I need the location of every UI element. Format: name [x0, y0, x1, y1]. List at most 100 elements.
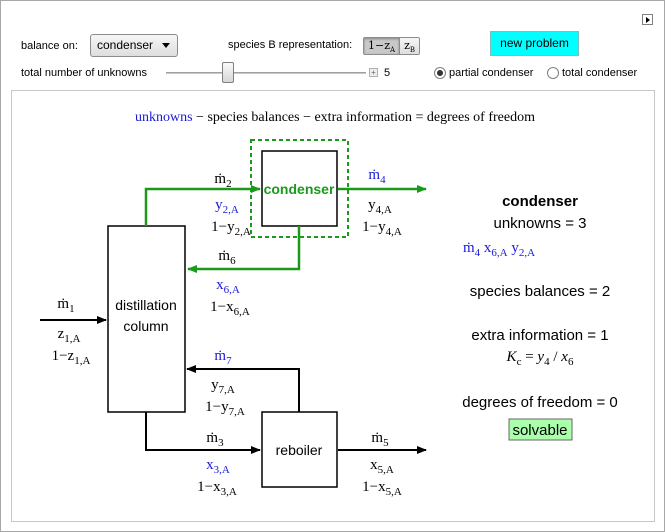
composition: x	[206, 457, 214, 473]
subscript: 1,A	[64, 333, 80, 345]
summary-extra-information: extra information = 1	[471, 327, 608, 344]
option-text: 1−z	[368, 39, 391, 52]
var: ṁ	[463, 240, 475, 256]
composition-complement: 1−z	[52, 348, 75, 364]
svg-text:ṁ1: ṁ1	[57, 296, 74, 315]
slider-increment-icon[interactable]: +	[369, 68, 378, 77]
svg-text:y7,A: y7,A	[211, 377, 235, 396]
svg-text:ṁ3: ṁ3	[206, 430, 224, 449]
subscript: 5,A	[386, 486, 402, 498]
reboiler-box	[261, 411, 338, 488]
slider-thumb[interactable]	[222, 62, 234, 83]
option-text: z	[404, 39, 410, 52]
composition-complement: 1−x	[210, 299, 234, 315]
flowsheet-diagram: unknowns − species balances − extra info…	[40, 110, 618, 498]
svg-text:ṁ2: ṁ2	[214, 171, 231, 190]
svg-text:z1,A: z1,A	[58, 326, 81, 345]
var-subscript: 4	[475, 247, 481, 259]
solvable-badge-bg	[508, 418, 573, 441]
svg-text:1−x6,A: 1−x6,A	[210, 299, 250, 318]
diagram-panel: unknowns − species balances − extra info…	[11, 90, 655, 522]
svg-text:y4,A: y4,A	[368, 197, 392, 216]
y-subscript: 4	[544, 356, 550, 368]
mdot: ṁ	[206, 430, 218, 446]
radio-unselected-icon	[547, 67, 559, 79]
mdot: ṁ	[57, 296, 69, 312]
stream-number: 5	[383, 437, 389, 449]
stream-7-labels: ṁ7 y7,A 1−y7,A	[205, 348, 245, 418]
svg-text:ṁ5: ṁ5	[371, 430, 389, 449]
radio-selected-icon	[434, 67, 446, 79]
stream-5-labels: ṁ5 x5,A 1−x5,A	[362, 430, 402, 498]
radio-label: partial condenser	[449, 67, 534, 79]
var-subscript: 2,A	[519, 247, 535, 259]
stream-number: 1	[69, 303, 75, 315]
radio-total-condenser[interactable]: total condenser	[547, 67, 637, 79]
option-subscript: B	[409, 46, 416, 55]
new-problem-button[interactable]: new problem	[490, 31, 579, 56]
subscript: 3,A	[221, 486, 237, 498]
condenser-label: condenser	[264, 181, 335, 197]
stream-6-arrow	[187, 226, 301, 273]
dof-summary: condenser unknowns = 3 ṁ4 x6,A y2,A spec…	[462, 193, 618, 441]
var-subscript: 6,A	[491, 247, 507, 259]
chevron-down-icon	[162, 43, 170, 48]
species-b-option-1-minus-za[interactable]: 1−zA	[364, 38, 400, 54]
composition-complement: 1−x	[362, 479, 386, 495]
summary-unknowns: unknowns = 3	[494, 215, 587, 232]
species-b-label: species B representation:	[228, 39, 353, 51]
subscript: 6,A	[224, 284, 240, 296]
species-b-option-zb[interactable]: zB	[399, 38, 420, 55]
subscript: 1,A	[74, 355, 90, 367]
species-b-toggle: 1−zA zB	[363, 37, 421, 55]
stream-6-labels: ṁ6 x6,A 1−x6,A	[210, 248, 250, 318]
slider-track	[166, 72, 366, 74]
svg-text:1−y2,A: 1−y2,A	[211, 219, 251, 238]
subscript: 3,A	[214, 464, 230, 476]
stream-3-arrow	[145, 412, 261, 454]
radio-partial-condenser[interactable]: partial condenser	[434, 67, 533, 79]
summary-title: condenser	[502, 193, 578, 210]
column-label-line1: distillation	[115, 297, 176, 313]
subscript: 5,A	[378, 464, 394, 476]
k-subscript: c	[517, 356, 522, 368]
expand-options-icon[interactable]	[642, 14, 653, 25]
unknowns-slider[interactable]	[166, 62, 366, 83]
stream-2-labels: ṁ2 y2,A 1−y2,A	[211, 171, 251, 238]
composition-complement: 1−y	[211, 219, 235, 235]
svg-text:ṁ4: ṁ4	[368, 167, 386, 186]
mdot: ṁ	[368, 167, 380, 183]
svg-text:1−y7,A: 1−y7,A	[205, 399, 245, 418]
mdot: ṁ	[218, 248, 230, 264]
y-symbol: y	[535, 349, 544, 365]
composition-complement: 1−y	[205, 399, 229, 415]
svg-text:x6,A: x6,A	[216, 277, 240, 296]
radio-label: total condenser	[562, 67, 638, 79]
stream-7-arrow	[186, 365, 300, 412]
composition-complement: 1−y	[362, 219, 386, 235]
summary-degrees-of-freedom: degrees of freedom = 0	[462, 394, 618, 411]
balance-on-dropdown[interactable]: condenser	[90, 34, 178, 57]
equation-rest: − species balances − extra information =…	[193, 110, 536, 125]
subscript: 2,A	[235, 226, 251, 238]
mdot: ṁ	[214, 171, 226, 187]
subscript: 4,A	[386, 226, 402, 238]
svg-text:1−x5,A: 1−x5,A	[362, 479, 402, 498]
svg-text:1−x3,A: 1−x3,A	[197, 479, 237, 498]
stream-1-labels: ṁ1 z1,A 1−z1,A	[52, 296, 91, 367]
stream-number: 7	[226, 355, 232, 367]
summary-unknown-vars: ṁ4 x6,A y2,A	[463, 240, 535, 259]
subscript: 2,A	[223, 204, 239, 216]
equals: =	[521, 349, 537, 365]
mdot: ṁ	[214, 348, 226, 364]
composition: x	[370, 457, 378, 473]
svg-text:ṁ7: ṁ7	[214, 348, 232, 367]
x-subscript: 6	[568, 356, 574, 368]
stream-number: 4	[380, 174, 386, 186]
balance-on-value: condenser	[97, 38, 154, 52]
condenser-box	[261, 150, 338, 227]
subscript: 7,A	[229, 406, 245, 418]
var: x	[484, 240, 492, 256]
svg-text:y2,A: y2,A	[215, 197, 239, 216]
